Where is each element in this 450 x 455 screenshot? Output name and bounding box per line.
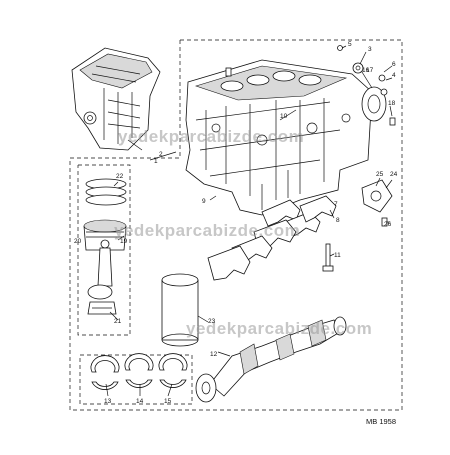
block-plugs <box>225 45 396 126</box>
callout-26: 26 <box>384 221 392 228</box>
callout-15: 15 <box>164 398 172 405</box>
piston-rings <box>85 178 127 206</box>
grouping-frames <box>69 39 403 411</box>
cylinder-liner <box>161 273 199 347</box>
piston-and-conrod <box>83 219 127 300</box>
cap-bolt <box>322 243 334 272</box>
callout-17: 17 <box>366 67 374 74</box>
callout-19: 19 <box>120 238 128 245</box>
complete-engine <box>71 47 161 151</box>
callout-10: 10 <box>280 113 288 120</box>
diagram-reference: MB 1958 <box>366 417 396 426</box>
callout-labels: 1 2 3 4 5 6 7 8 9 10 11 12 13 14 15 16 1… <box>74 41 398 405</box>
callout-21: 21 <box>114 318 122 325</box>
callout-9: 9 <box>202 198 206 205</box>
rear-oil-seal <box>361 86 387 122</box>
callout-8: 8 <box>336 217 340 224</box>
callout-7: 7 <box>334 201 338 208</box>
conrod-bearing <box>87 301 117 315</box>
leader-lines <box>105 45 393 397</box>
cylinder-block <box>185 59 373 216</box>
callout-18: 18 <box>388 100 396 107</box>
callout-16: 16 <box>362 67 370 74</box>
callout-20: 20 <box>74 238 82 245</box>
watermark-text: yedekparcabizde.com <box>114 221 300 240</box>
main-bearing-caps <box>207 195 337 281</box>
crankshaft <box>195 316 347 403</box>
cover-plate <box>361 179 393 227</box>
watermark-text: yedekparcabizde.com <box>118 127 304 146</box>
callout-24: 24 <box>390 171 398 178</box>
watermark-text: yedekparcabizde.com <box>186 319 372 338</box>
watermarks: yedekparcabizde.com yedekparcabizde.com … <box>114 127 372 338</box>
callout-13: 13 <box>104 398 112 405</box>
callout-25: 25 <box>376 171 384 178</box>
callout-14: 14 <box>136 398 144 405</box>
callout-22: 22 <box>116 173 124 180</box>
callout-5: 5 <box>348 41 352 48</box>
callout-3: 3 <box>368 46 372 53</box>
callout-23: 23 <box>208 318 216 325</box>
callout-12: 12 <box>210 351 218 358</box>
callout-2: 2 <box>159 151 163 158</box>
callout-4: 4 <box>392 72 396 79</box>
callout-6: 6 <box>392 61 396 68</box>
bearing-shells <box>90 353 188 390</box>
callout-1: 1 <box>154 158 158 165</box>
callout-11: 11 <box>334 252 341 259</box>
